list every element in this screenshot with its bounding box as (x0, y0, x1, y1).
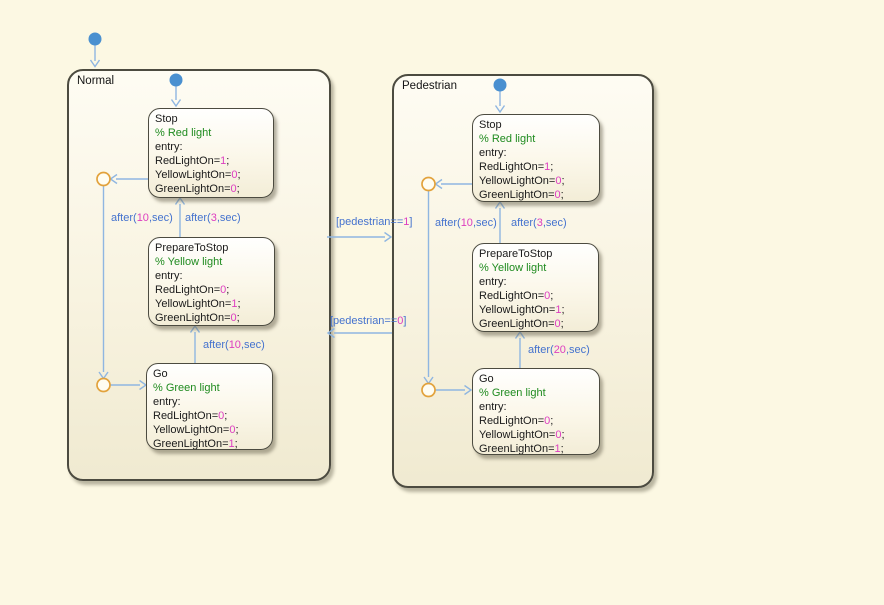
transition-normal-go-to-prepare[interactable] (189, 324, 201, 363)
arrowhead-icon (174, 196, 186, 205)
arrowhead-icon (189, 324, 201, 333)
default-transition-dot[interactable] (88, 32, 102, 46)
transition-ped-stop-to-junction[interactable] (434, 178, 473, 190)
arrowhead-icon (464, 384, 473, 396)
state-title: PrepareToStop (479, 248, 553, 260)
transition-normal-junction-down[interactable] (98, 185, 109, 380)
arrowhead-icon (326, 327, 335, 339)
state-title: Go (153, 368, 168, 380)
transition-ped-prepare-to-stop[interactable] (494, 200, 506, 243)
transition-normal-to-pedestrian[interactable] (327, 231, 393, 243)
junction-ped-bottom[interactable] (421, 382, 436, 398)
transition-normal-prepare-to-stop[interactable] (174, 196, 186, 237)
transition-label-normal-prepare-to-stop[interactable]: after(3,sec) (185, 212, 241, 224)
arrowhead-icon (89, 59, 101, 68)
default-transition-dot[interactable] (493, 78, 507, 92)
default-transition-normal-stop[interactable] (169, 73, 183, 108)
transition-label-pedestrian-to-normal[interactable]: [pedestrian==0] (330, 315, 407, 327)
arrowhead-icon (423, 376, 434, 385)
junction-normal-bottom[interactable] (96, 377, 111, 393)
junction-ped-top[interactable] (421, 176, 436, 192)
transition-label-normal-go-to-prepare[interactable]: after(10,sec) (203, 339, 265, 351)
default-transition-pedestrian-stop[interactable] (493, 78, 507, 114)
state-title: PrepareToStop (155, 242, 229, 254)
junction-normal-top[interactable] (96, 171, 111, 187)
arrowhead-icon (494, 200, 506, 209)
state-title: Stop (155, 113, 178, 125)
state-title: Go (479, 373, 494, 385)
transition-ped-junction-to-go[interactable] (435, 384, 473, 396)
default-transition-chart[interactable] (88, 32, 102, 68)
transition-normal-stop-to-junction[interactable] (109, 173, 149, 185)
arrowhead-icon (98, 371, 109, 380)
transition-label-normal-to-pedestrian[interactable]: [pedestrian==1] (336, 216, 413, 228)
transition-label-ped-go-to-prepare[interactable]: after(20,sec) (528, 344, 590, 356)
superstate-pedestrian-title: Pedestrian (402, 80, 457, 92)
transition-ped-junction-down[interactable] (423, 190, 434, 385)
transition-label-ped-prepare-to-stop[interactable]: after(3,sec) (511, 217, 567, 229)
transition-normal-junction-to-go[interactable] (110, 379, 148, 391)
arrowhead-icon (170, 99, 182, 108)
arrowhead-icon (494, 105, 506, 114)
transition-label-normal-stop-to-go[interactable]: after(10,sec) (111, 212, 173, 224)
transition-pedestrian-to-normal[interactable] (326, 327, 392, 339)
transition-ped-go-to-prepare[interactable] (514, 330, 526, 368)
arrowhead-icon (514, 330, 526, 339)
state-title: Stop (479, 119, 502, 131)
default-transition-dot[interactable] (169, 73, 183, 87)
transition-label-ped-stop-to-go[interactable]: after(10,sec) (435, 217, 497, 229)
superstate-normal-title: Normal (77, 75, 115, 87)
arrowhead-icon (384, 231, 393, 243)
